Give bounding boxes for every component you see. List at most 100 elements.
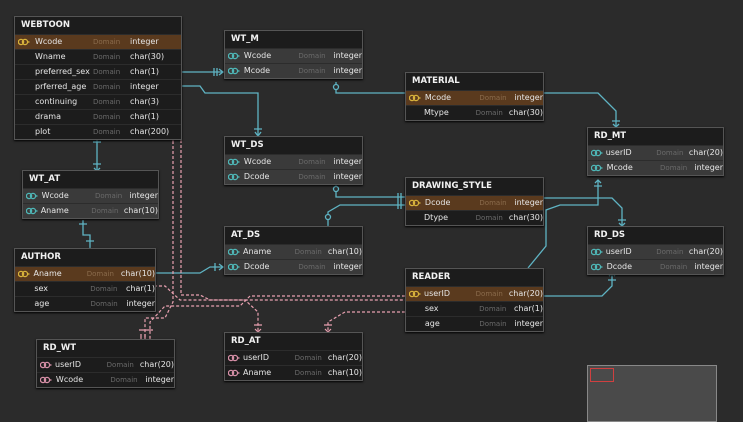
column-type: char(10) [327, 368, 362, 377]
column-type: integer [145, 375, 174, 384]
column-domain: Domain [93, 113, 121, 121]
rel-author-at-ds [154, 266, 223, 274]
foreign-key-icon [588, 146, 604, 160]
column-domain: Domain [660, 263, 688, 271]
column-domain: Domain [479, 199, 507, 207]
foreign-key-icon [225, 155, 242, 169]
column-row[interactable]: Dcode Domain integer [406, 195, 543, 210]
rel-ds-wt-ds [335, 183, 405, 198]
column-domain: Domain [93, 128, 121, 136]
entity-title: DRAWING_STYLE [412, 181, 492, 191]
entity-title: WEBTOON [21, 20, 71, 30]
column-domain: Domain [93, 83, 121, 91]
rel-ds-rd-ds [542, 197, 623, 226]
foreign-key-icon [588, 245, 604, 259]
column-name: Dcode [424, 198, 451, 207]
entity-title: WT_AT [29, 174, 61, 184]
no-key-slot [15, 50, 33, 64]
no-key-slot [406, 211, 422, 225]
entity-title: WT_M [231, 34, 259, 44]
minimap-panel[interactable] [587, 365, 717, 422]
primary-key-icon [406, 196, 423, 210]
column-domain: Domain [93, 38, 121, 46]
column-name: userID [424, 289, 450, 298]
primary-key-icon [15, 35, 33, 49]
column-name: Mcode [424, 93, 452, 102]
column-name: Wcode [55, 375, 84, 384]
column-type: integer [333, 172, 362, 181]
column-domain: Domain [475, 290, 503, 298]
column-name: userID [243, 353, 269, 362]
column-domain: Domain [298, 52, 326, 60]
column-type: integer [694, 262, 723, 271]
foreign-key-icon [37, 373, 54, 387]
foreign-key-icon [225, 351, 241, 365]
column-type: char(30) [130, 52, 165, 61]
foreign-key-icon [23, 204, 39, 218]
entity-title: RD_AT [231, 336, 261, 346]
rel-author-rd-at [154, 285, 259, 332]
column-name: Wname [35, 52, 66, 61]
column-domain: Domain [479, 305, 507, 313]
column-type: char(20) [327, 353, 362, 362]
column-type: char(20) [688, 148, 723, 157]
foreign-key-icon [225, 49, 242, 63]
column-name: Wcode [35, 37, 63, 46]
column-name: Wcode [243, 51, 272, 60]
column-name: Aname [33, 269, 62, 278]
column-type: char(3) [130, 97, 159, 106]
column-type: integer [514, 198, 543, 207]
entity-title: WT_DS [231, 140, 264, 150]
minimap-viewport[interactable] [590, 368, 614, 382]
rel-material-rd-mt [542, 92, 617, 127]
column-type: integer [126, 299, 155, 308]
rel-material-wt-m [335, 82, 405, 94]
column-type: char(10) [120, 269, 155, 278]
